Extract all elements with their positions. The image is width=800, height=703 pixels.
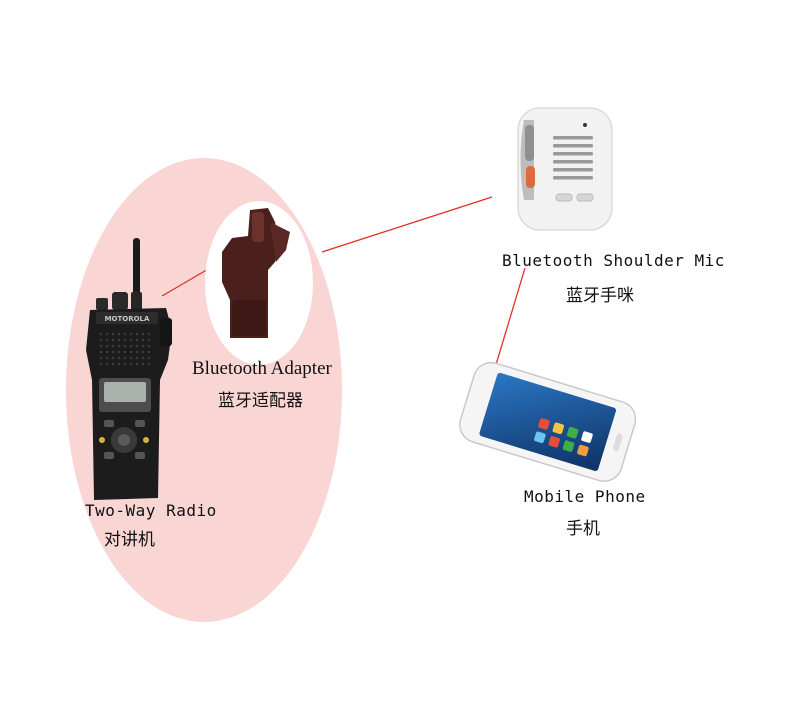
- radio-label-zh: 对讲机: [104, 530, 155, 550]
- mic-label-en: Bluetooth Shoulder Mic: [502, 251, 725, 270]
- adapter-label-zh: 蓝牙适配器: [218, 391, 303, 411]
- phone-app-icons: [534, 418, 593, 457]
- radio-label-en: Two-Way Radio: [85, 501, 217, 520]
- speaker-grille: [99, 332, 151, 366]
- mic-speaker-grille: [553, 136, 593, 180]
- shoulder-mic-icon: [517, 107, 613, 231]
- adapter-label-en: Bluetooth Adapter: [192, 358, 332, 379]
- two-way-radio-icon: MOTOROLA: [86, 238, 172, 500]
- smartphone-icon: [459, 361, 637, 482]
- radio-brand-text: MOTOROLA: [105, 315, 150, 323]
- link-adapter-mic: [321, 196, 493, 253]
- phone-label-zh: 手机: [566, 519, 600, 539]
- link-radio-adapter: [161, 267, 211, 297]
- mic-label-zh: 蓝牙手咪: [566, 286, 634, 306]
- bluetooth-adapter-icon: [222, 208, 290, 338]
- phone-label-en: Mobile Phone: [524, 487, 646, 506]
